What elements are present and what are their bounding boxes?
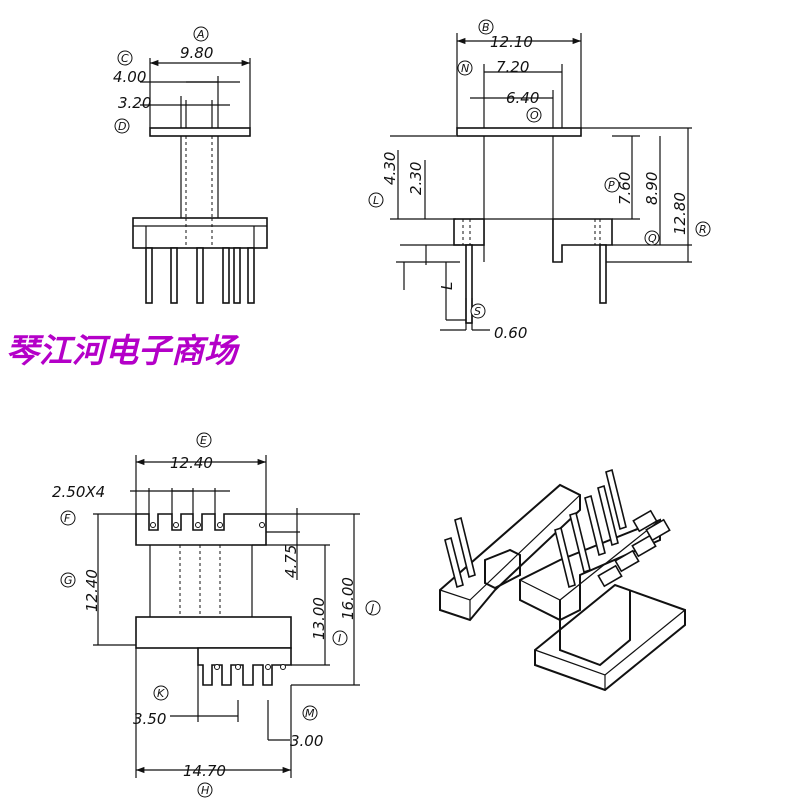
top-flange [456, 127, 582, 137]
dim-9-80: 9.80 [180, 44, 213, 62]
label-m: M [305, 707, 315, 720]
pins [145, 247, 255, 304]
label-j: J [369, 602, 374, 615]
label-e: E [200, 434, 207, 447]
dim-3-20: 3.20 [118, 94, 151, 112]
dim-2-30: 2.30 [407, 162, 425, 195]
base-block [132, 217, 268, 249]
dim-0-60: 0.60 [494, 324, 527, 342]
isometric-view [439, 468, 686, 692]
dim-4-00: 4.00 [113, 68, 146, 86]
label-circle [193, 26, 209, 42]
top-right-view: 12.10 7.20 6.40 4.30 2.30 7.60 8.90 12.8… [368, 19, 711, 342]
dim-16-00: 16.00 [339, 577, 357, 620]
label-d: D [118, 120, 126, 133]
label-a: A [196, 28, 205, 41]
dim-2-50x4: 2.50X4 [52, 483, 105, 501]
dim-14-70: 14.70 [183, 762, 226, 780]
label-r: R [699, 223, 707, 236]
bottom-left-view: 12.40 2.50X4 12.40 4.75 13.00 16.00 3.50… [52, 432, 381, 798]
label-h: H [201, 784, 209, 797]
top-flange [149, 127, 251, 137]
label-g: G [64, 574, 73, 587]
label-b: B [482, 21, 490, 34]
dim-8-90: 8.90 [643, 172, 661, 205]
label-s: S [474, 305, 481, 318]
dim-12-80: 12.80 [671, 192, 689, 235]
top-left-view: 9.80 4.00 3.20 A C D [113, 26, 268, 304]
label-o: O [530, 109, 539, 122]
label-c: C [121, 52, 129, 65]
dim-7-20: 7.20 [496, 58, 529, 76]
watermark-text: 琴江河电子商场 [6, 331, 240, 370]
dim-4-30: 4.30 [381, 152, 399, 185]
label-f: F [64, 512, 71, 525]
dim-3-00: 3.00 [290, 732, 323, 750]
label-k: K [157, 687, 165, 700]
dim-13-00: 13.00 [310, 597, 328, 640]
label-q: Q [648, 232, 657, 245]
dim-4-75: 4.75 [282, 545, 300, 578]
dim-6-40: 6.40 [506, 89, 539, 107]
label-n: N [461, 62, 469, 75]
label-p: P [608, 179, 615, 192]
top-flange [135, 513, 267, 546]
dim-7-60: 7.60 [616, 172, 634, 205]
label-l: L [373, 194, 379, 207]
dim-12-40: 12.40 [170, 454, 213, 472]
dim-3-50: 3.50 [133, 710, 166, 728]
dim-l: L [438, 282, 456, 290]
dim-12-10: 12.10 [490, 33, 533, 51]
iso-pins [444, 468, 627, 589]
label-i: I [338, 632, 341, 645]
dim-12-40-vertical: 12.40 [83, 569, 101, 612]
